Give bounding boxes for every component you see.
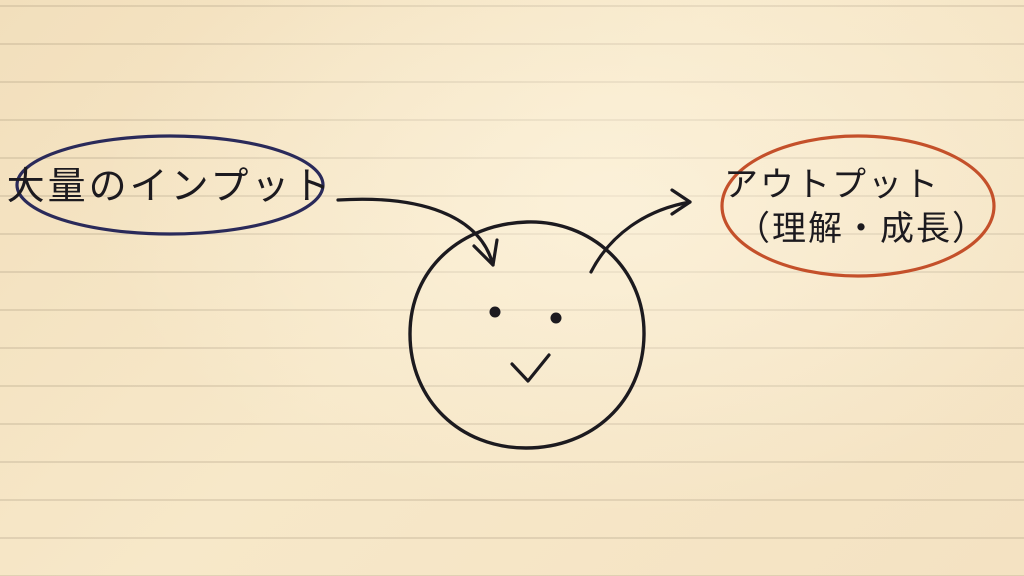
output-arrow-head (670, 188, 692, 216)
smile-mouth (510, 353, 551, 383)
output-bubble-label-line2: （理解・成長） (736, 209, 988, 249)
input-arrow-head (472, 238, 499, 267)
left-eye (489, 306, 501, 318)
head-outline (408, 220, 646, 450)
output-arrow (589, 188, 692, 274)
input-bubble: 大量のインプット (7, 134, 334, 236)
head-figure (408, 220, 646, 450)
right-eye (550, 312, 562, 324)
input-bubble-label: 大量のインプット (7, 164, 334, 208)
output-bubble: アウトプット （理解・成長） (720, 134, 996, 278)
output-bubble-outline (720, 134, 996, 278)
input-arrow (336, 197, 499, 267)
input-bubble-outline (15, 134, 325, 236)
output-arrow-shaft (589, 200, 692, 274)
input-arrow-shaft (336, 197, 495, 267)
output-bubble-label-line1: アウトプット (724, 165, 940, 205)
